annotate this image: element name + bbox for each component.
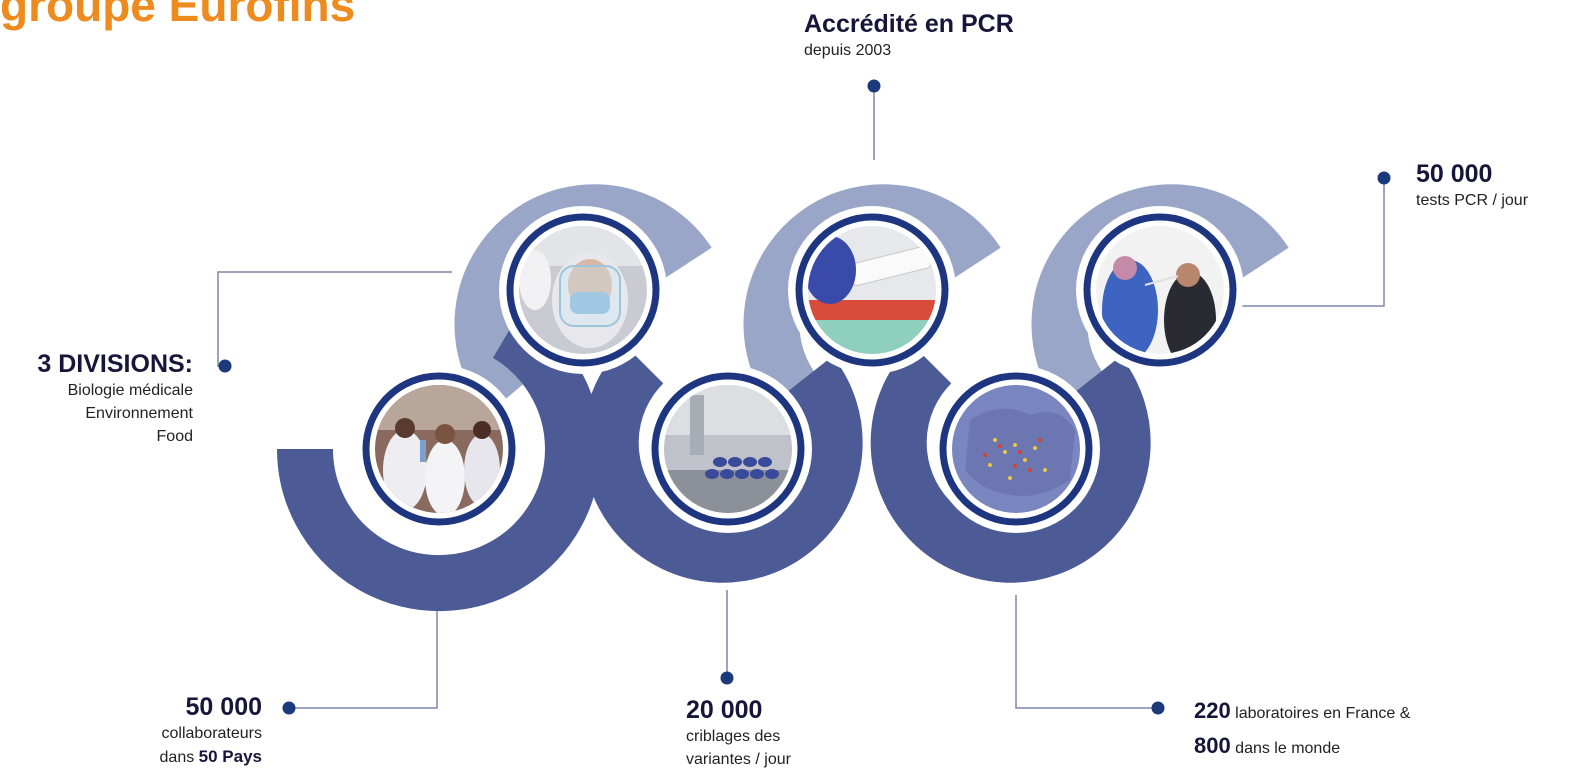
pcr-sub: depuis 2003 <box>804 42 892 59</box>
divisions-heading: 3 DIVISIONS: <box>37 350 193 378</box>
tests-number: 50 000 <box>1416 160 1493 188</box>
dot-divisions <box>218 359 232 373</box>
screening-line-2: variantes / jour <box>686 751 791 768</box>
callout-tests: 50 000 tests PCR / jour <box>1416 160 1528 212</box>
labs-line-1: 220 laboratoires en France & <box>1194 695 1410 730</box>
lower-arc-2 <box>582 343 863 583</box>
connector-labs <box>1015 595 1158 709</box>
staff-line-2: dans 50 Pays <box>160 745 262 769</box>
staff-line-2-prefix: dans <box>159 749 199 766</box>
lower-arcs <box>277 309 1151 612</box>
connector-staff <box>289 590 438 709</box>
dot-pcr <box>867 79 881 93</box>
callout-dots <box>218 79 1391 715</box>
labs-text-2: dans le monde <box>1230 740 1341 757</box>
dot-tests <box>1377 171 1391 185</box>
tests-sub: tests PCR / jour <box>1416 192 1529 209</box>
callout-screening: 20 000 criblages des variantes / jour <box>686 696 791 771</box>
dot-screening <box>720 671 734 685</box>
lower-arc-1 <box>277 309 601 612</box>
divisions-line-2: Environnement <box>85 405 193 422</box>
divisions-line-3: Food <box>156 428 193 445</box>
callout-labs: 220 laboratoires en France & 800 dans le… <box>1194 695 1410 765</box>
screening-number: 20 000 <box>686 696 763 724</box>
callout-pcr-accredited: Accrédité en PCR depuis 2003 <box>804 10 1014 62</box>
connector-tests <box>1236 178 1385 307</box>
connector-divisions <box>217 271 452 367</box>
pcr-test-tube-photo <box>808 226 936 354</box>
callout-divisions: 3 DIVISIONS: Biologie médicale Environne… <box>37 350 193 448</box>
page-title: groupe Eurofins <box>0 0 356 31</box>
dot-labs <box>1151 701 1165 715</box>
divisions-line-1: Biologie médicale <box>67 382 193 399</box>
sample-vials-photo <box>664 385 792 513</box>
staff-line-2-countries: 50 Pays <box>198 747 262 766</box>
labs-number-2: 800 <box>1194 733 1231 758</box>
staff-number: 50 000 <box>185 693 262 721</box>
face-shield-worker-photo <box>519 226 647 354</box>
labs-text-1: laboratoires en France & <box>1230 705 1411 722</box>
labs-line-2: 800 dans le monde <box>1194 730 1410 765</box>
lower-arc-3 <box>870 343 1151 583</box>
dot-staff <box>282 701 296 715</box>
callout-staff: 50 000 collaborateurs dans 50 Pays <box>160 693 262 769</box>
lab-workers-photo <box>375 385 503 513</box>
pcr-heading: Accrédité en PCR <box>804 10 1014 38</box>
europe-map-photo <box>952 385 1080 513</box>
labs-number-1: 220 <box>1194 698 1231 723</box>
staff-line-1: collaborateurs <box>161 725 263 742</box>
screening-line-1: criblages des <box>686 728 781 745</box>
